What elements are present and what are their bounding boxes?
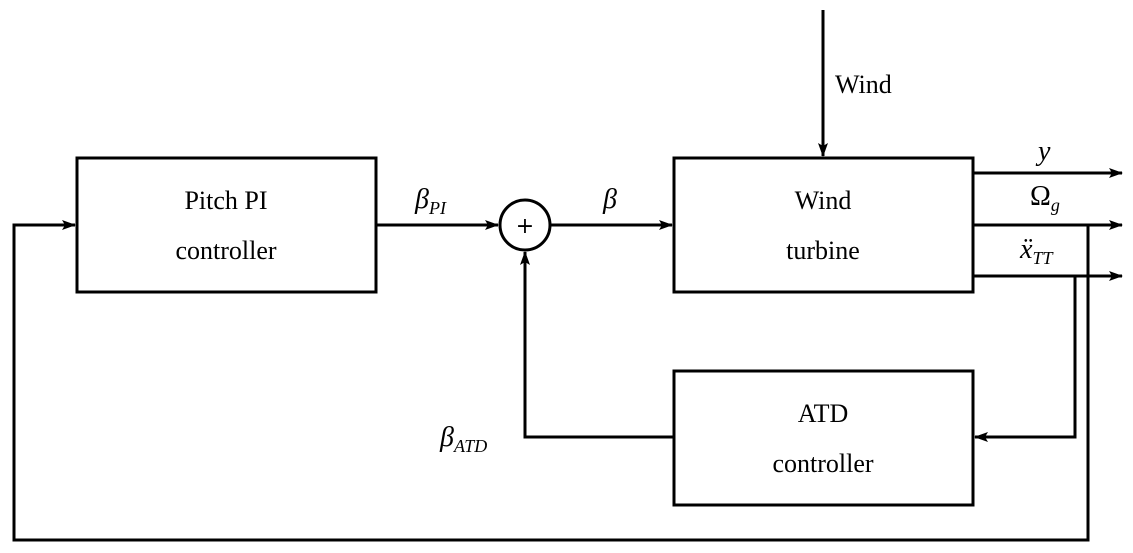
summing-junction: + <box>498 198 552 252</box>
beta-pi-base: β <box>414 184 429 215</box>
xtt-base: ẍ <box>1019 234 1033 265</box>
pitch-pi-label-line1: Pitch PI <box>184 186 267 215</box>
pitch-pi-controller-block: Pitch PI controller <box>75 156 378 294</box>
wind-turbine-block: Wind turbine <box>672 156 975 294</box>
beta-atd-label: βATD <box>439 422 487 456</box>
atd-label-line1: ATD <box>798 399 849 428</box>
wind-turbine-label-line2: turbine <box>786 236 860 265</box>
atd-label-line2: controller <box>772 449 873 478</box>
atd-controller-block: ATD controller <box>672 369 975 507</box>
beta-atd-base: β <box>439 422 454 453</box>
omega-g-label: Ωg <box>1030 181 1060 215</box>
xtt-label: ẍTT <box>1019 234 1054 268</box>
beta-label: β <box>602 184 617 215</box>
beta-pi-label: βPI <box>414 184 447 218</box>
omega-g-subscript: g <box>1051 195 1060 215</box>
y-label: y <box>1035 136 1051 167</box>
xtt-subscript: TT <box>1032 248 1054 268</box>
omega-feedback-loop-arrow <box>12 220 1090 542</box>
beta-atd-arrow <box>520 251 674 439</box>
beta-atd-subscript: ATD <box>453 436 487 456</box>
beta-pi-subscript: PI <box>428 198 447 218</box>
wind-turbine-label-line1: Wind <box>795 186 852 215</box>
atd-feedback-arrow <box>974 276 1077 442</box>
omega-g-base: Ω <box>1030 181 1051 212</box>
summer-plus-sign: + <box>516 214 534 239</box>
wind-label: Wind <box>835 70 892 99</box>
pitch-pi-label-line2: controller <box>175 236 276 265</box>
